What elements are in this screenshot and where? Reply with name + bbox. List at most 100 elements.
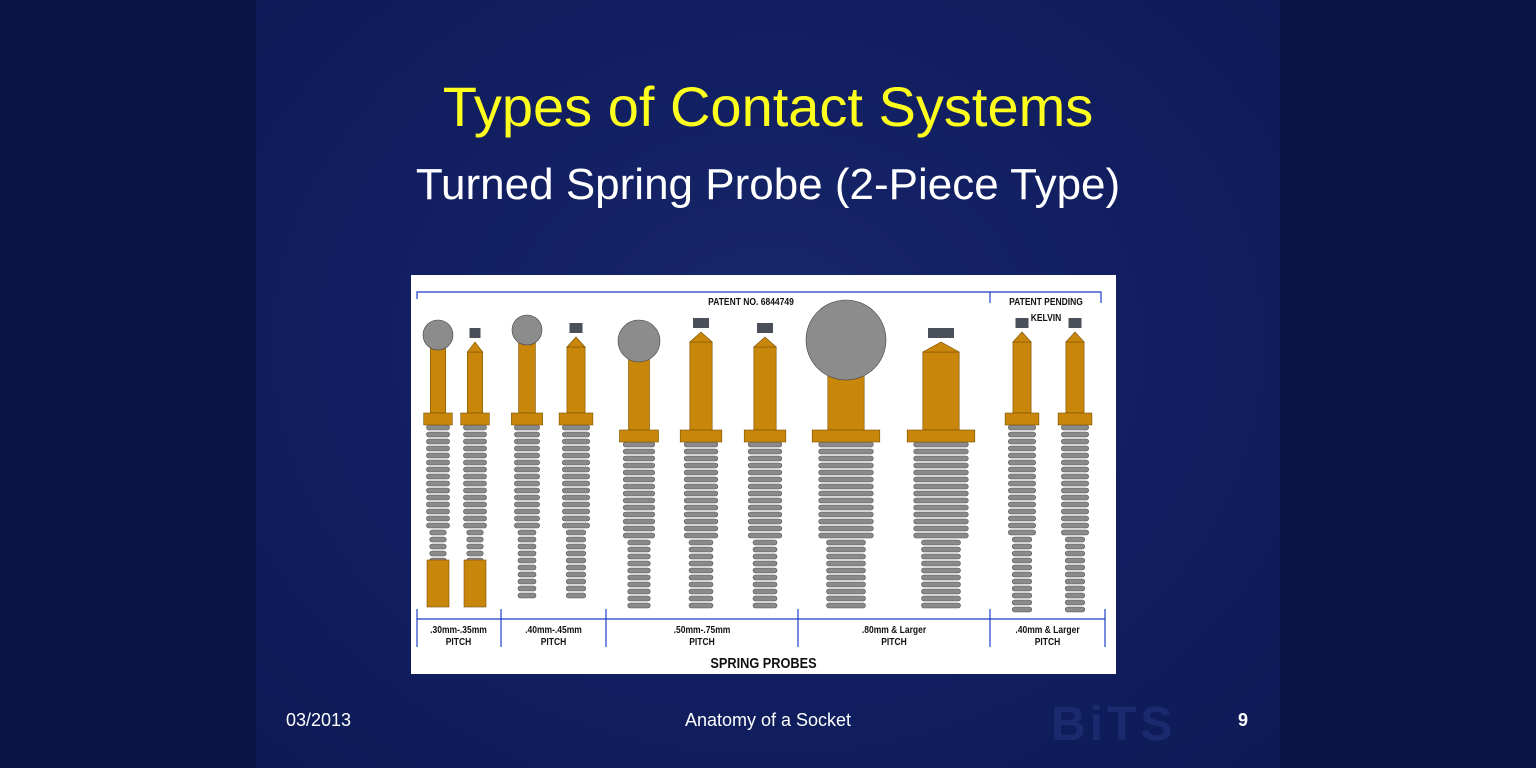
- plunger-collar: [906, 429, 976, 443]
- spring-coil: [747, 532, 783, 539]
- spring-coil: [1064, 543, 1086, 550]
- spring-coil: [622, 455, 656, 462]
- spring-coil: [565, 529, 587, 536]
- spring-coil: [622, 532, 656, 539]
- spring-coil: [426, 438, 450, 445]
- spring-coil: [818, 483, 874, 490]
- spring-coil: [1061, 466, 1089, 473]
- plunger-collar: [619, 429, 659, 443]
- spring-coil: [622, 525, 656, 532]
- spring-coil: [818, 504, 874, 511]
- spring-coil: [747, 504, 783, 511]
- spring-coil: [752, 574, 778, 581]
- plunger-tip: [1065, 331, 1085, 343]
- spring-coil: [565, 592, 587, 599]
- spring-coil: [1011, 599, 1033, 606]
- spring-coil: [688, 567, 714, 574]
- spring-coil: [921, 595, 961, 602]
- plunger-body: [628, 353, 650, 431]
- spring-coil: [688, 588, 714, 595]
- plunger-collar: [679, 429, 723, 443]
- plunger-tail: [463, 559, 487, 608]
- spring-coil: [752, 595, 778, 602]
- spring-coil: [463, 487, 487, 494]
- spring-coil: [1011, 592, 1033, 599]
- spring-coil: [818, 490, 874, 497]
- slide-subtitle: Turned Spring Probe (2-Piece Type): [415, 160, 1121, 209]
- spring-coil: [683, 532, 719, 539]
- spring-coil: [1008, 459, 1036, 466]
- plunger-body: [466, 351, 483, 414]
- spring-coil: [1011, 557, 1033, 564]
- spring-coil: [921, 539, 961, 546]
- spring-coil: [1008, 438, 1036, 445]
- spring-coil: [514, 452, 540, 459]
- spring-coil: [1011, 571, 1033, 578]
- spring-coil: [818, 469, 874, 476]
- spring-coil: [562, 494, 590, 501]
- spring-coil: [622, 504, 656, 511]
- spring-coil: [426, 445, 450, 452]
- footer-title: Anatomy of a Socket: [684, 710, 852, 730]
- spring-coil: [565, 550, 587, 557]
- spring-coil: [426, 501, 450, 508]
- spring-coil: [683, 525, 719, 532]
- spring-coil: [565, 564, 587, 571]
- spring-coil: [921, 567, 961, 574]
- spring-coil: [1064, 550, 1086, 557]
- spring-coil: [752, 602, 778, 609]
- spring-coil: [826, 581, 866, 588]
- spring-coil: [426, 522, 450, 529]
- spring-coil: [426, 466, 450, 473]
- spring-coil: [565, 557, 587, 564]
- group-pitch-label: PITCH: [881, 637, 907, 648]
- contact-ball: [511, 314, 543, 346]
- spring-coil: [1008, 529, 1036, 536]
- spring-coil: [1061, 459, 1089, 466]
- plunger-body: [429, 343, 446, 414]
- spring-coil: [426, 452, 450, 459]
- slide-title: Types of Contact Systems: [442, 75, 1094, 138]
- spring-coil: [683, 511, 719, 518]
- group-size-label: .80mm & Larger: [861, 625, 927, 636]
- spring-coil: [426, 487, 450, 494]
- spring-coil: [565, 536, 587, 543]
- plunger-collar: [460, 412, 490, 426]
- spring-coil: [1064, 599, 1086, 606]
- spring-coil: [1061, 438, 1089, 445]
- spring-coil: [562, 473, 590, 480]
- spring-coil: [913, 532, 969, 539]
- plunger-collar: [811, 429, 881, 443]
- spring-coil: [921, 574, 961, 581]
- plunger-tip: [922, 341, 960, 353]
- spring-coil: [514, 438, 540, 445]
- group-pitch-label: PITCH: [1034, 637, 1061, 648]
- spring-coil: [913, 448, 969, 455]
- spring-coil: [627, 588, 651, 595]
- spring-coil: [466, 550, 484, 557]
- spring-coil: [1008, 452, 1036, 459]
- spring-coil: [826, 539, 866, 546]
- spring-coil: [514, 515, 540, 522]
- spring-coil: [1064, 585, 1086, 592]
- plunger-collar: [558, 412, 594, 426]
- group-size-label: .30mm-.35mm: [430, 625, 487, 636]
- plunger-tail: [426, 559, 450, 608]
- spring-coil: [747, 441, 783, 448]
- spring-coil: [818, 476, 874, 483]
- contact-ball: [422, 319, 454, 351]
- spring-coil: [565, 585, 587, 592]
- plunger-body: [922, 351, 960, 431]
- spring-coil: [517, 536, 537, 543]
- spring-coil: [1061, 431, 1089, 438]
- spring-coil: [1061, 515, 1089, 522]
- spring-coil: [921, 581, 961, 588]
- spring-coil: [683, 462, 719, 469]
- spring-coil: [913, 525, 969, 532]
- spring-coil: [683, 448, 719, 455]
- spring-coil: [1064, 571, 1086, 578]
- spring-coil: [913, 483, 969, 490]
- contact-pad: [1068, 318, 1082, 328]
- spring-coil: [688, 546, 714, 553]
- spring-coil: [747, 518, 783, 525]
